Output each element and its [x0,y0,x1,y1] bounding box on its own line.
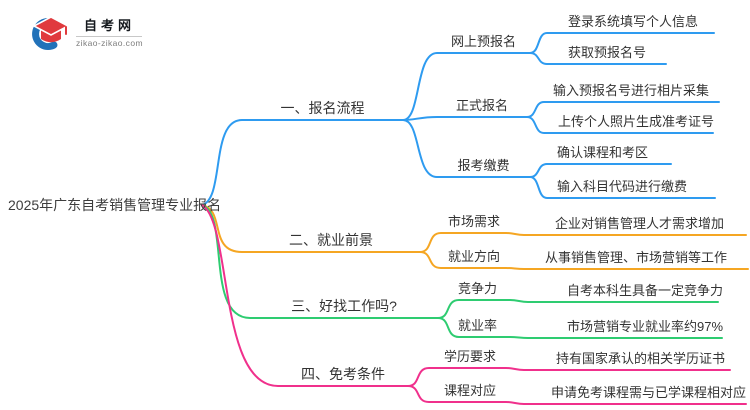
leaf-get-prereg-number: 获取预报名号 [568,45,647,60]
leaf-course-match-required: 申请免考课程需与已学课程相对应 [551,385,747,400]
leaf-employment-rate-97: 市场营销专业就业率约97% [567,319,724,334]
leaf-login-fill-info: 登录系统填写个人信息 [568,14,699,29]
node-exam-payment: 报考缴费 [457,158,510,173]
node-online-preregistration: 网上预报名 [450,34,516,49]
branch-3-lines [201,204,723,339]
branch-1-lines [201,32,720,206]
branch-2-career-outlook: 二、就业前景 [289,232,373,248]
branch-1-registration-process: 一、报名流程 [280,100,365,116]
branch-2-lines [201,204,749,270]
leaf-confirm-courses-area: 确认课程和考区 [557,145,649,160]
leaf-demand-increase: 企业对销售管理人才需求增加 [555,216,725,231]
graduation-cap-icon [32,16,70,50]
site-logo: 自考网 zikao-zikao.com [28,13,143,53]
leaf-selfexam-competitive: 自考本科生具备一定竞争力 [567,283,724,298]
logo-title: 自考网 [83,18,135,33]
branch-3-easy-to-find-job: 三、好找工作吗? [291,298,397,314]
node-course-correspondence: 课程对应 [443,383,496,398]
logo-text-block: 自考网 zikao-zikao.com [76,18,143,48]
logo-divider [76,36,143,37]
leaf-upload-photo-ticket: 上传个人照片生成准考证号 [558,114,715,129]
node-market-demand: 市场需求 [447,214,500,229]
node-education-requirement: 学历要求 [443,349,496,364]
node-employment-rate: 就业率 [457,318,497,333]
node-career-direction: 就业方向 [447,249,500,264]
branch-4-lines [201,204,747,405]
leaf-sales-marketing-jobs: 从事销售管理、市场营销等工作 [545,250,728,265]
leaf-photo-collection: 输入预报名号进行相片采集 [553,83,710,98]
leaf-enter-subject-code-pay: 输入科目代码进行缴费 [557,179,688,194]
logo-domain: zikao-zikao.com [76,38,143,48]
root-node: 2025年广东自考销售管理专业报名 [8,197,222,213]
leaf-recognized-diploma: 持有国家承认的相关学历证书 [556,351,726,366]
node-competitiveness: 竞争力 [457,281,497,296]
branch-4-exemption-conditions: 四、免考条件 [301,366,385,382]
node-formal-registration: 正式报名 [455,98,508,113]
